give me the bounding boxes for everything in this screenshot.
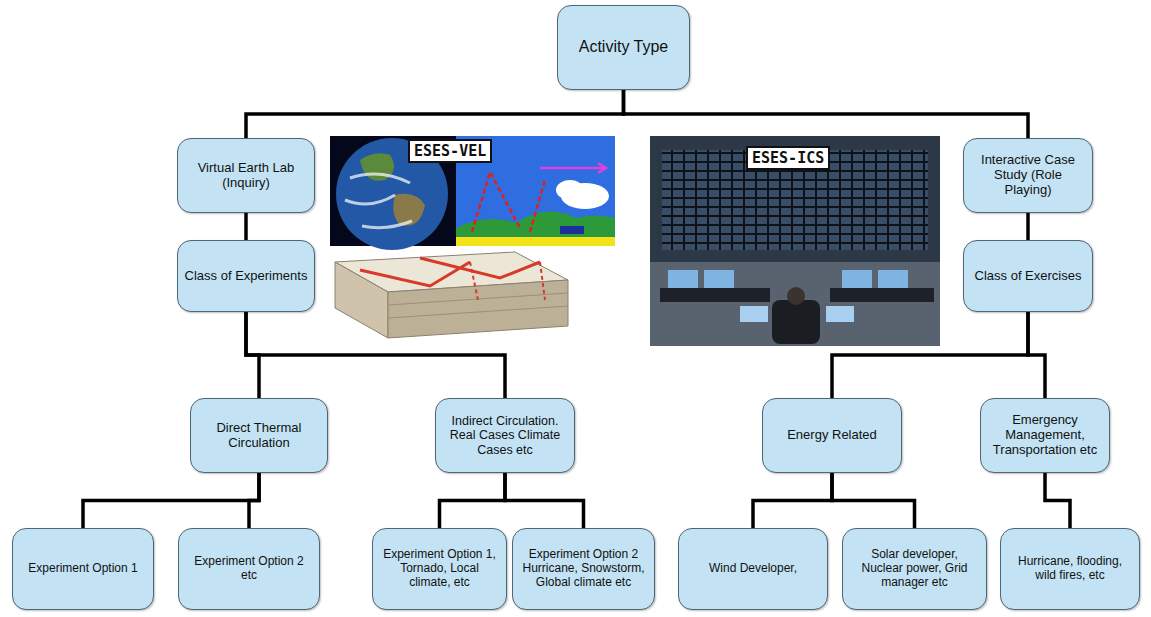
box-text: Solar developer, Nuclear power, Grid man… <box>849 548 980 589</box>
tree-connector <box>624 90 1029 138</box>
tree-connector <box>832 473 915 528</box>
tree-connector <box>440 473 506 528</box>
box-text: Experiment Option 1 <box>28 562 137 576</box>
process-box: Virtual Earth Lab (Inquiry) <box>177 138 315 213</box>
box-text: Experiment Option 2 Hurricane, Snowstorm… <box>519 548 648 589</box>
box-text: Virtual Earth Lab (Inquiry) <box>184 161 308 191</box>
tree-connector <box>246 90 624 138</box>
box-text: Experiment Option 1, Tornado, Local clim… <box>379 548 500 589</box>
box-text: Class of Exercises <box>975 269 1082 284</box>
tree-connector <box>244 213 248 240</box>
box-text: Energy Related <box>787 428 877 443</box>
process-box: Solar developer, Nuclear power, Grid man… <box>842 528 987 610</box>
process-box: Indirect Circulation. Real Cases Climate… <box>435 398 575 473</box>
process-box: Interactive Case Study (Role Playing) <box>963 138 1093 213</box>
tree-connector <box>246 312 505 398</box>
tree-connector <box>249 473 259 528</box>
process-box: Experiment Option 1, Tornado, Local clim… <box>372 528 507 610</box>
process-box: Class of Experiments <box>177 240 315 312</box>
tree-connector <box>1028 312 1045 398</box>
control-room-image <box>650 136 940 346</box>
process-box: Experiment Option 2 etc <box>178 528 320 610</box>
process-box: Emergency Management, Transportation etc <box>980 398 1110 473</box>
box-text: Indirect Circulation. Real Cases Climate… <box>442 414 568 457</box>
box-text: Wind Developer, <box>709 562 797 576</box>
tree-connector <box>1026 213 1030 240</box>
tree-connector <box>753 473 832 528</box>
process-box: Hurricane, flooding, wild fires, etc <box>1000 528 1140 610</box>
tree-connector <box>83 473 259 528</box>
process-box: Wind Developer, <box>678 528 828 610</box>
box-text: Emergency Management, Transportation etc <box>987 413 1103 458</box>
box-text: Hurricane, flooding, wild fires, etc <box>1007 555 1133 583</box>
process-box: Direct Thermal Circulation <box>190 398 328 473</box>
image-caption: ESES-ICS <box>746 146 830 170</box>
block-diagram-image <box>335 252 568 338</box>
process-box: Class of Exercises <box>963 240 1093 312</box>
tree-connector <box>832 312 1028 398</box>
box-text: Experiment Option 2 etc <box>185 555 313 583</box>
box-text: Direct Thermal Circulation <box>197 421 321 451</box>
image-caption: ESES-VEL <box>408 139 492 163</box>
tree-connector <box>1045 473 1070 528</box>
process-box: Experiment Option 2 Hurricane, Snowstorm… <box>512 528 655 610</box>
tree-connector <box>505 473 584 528</box>
process-box: Activity Type <box>557 5 690 90</box>
box-text: Interactive Case Study (Role Playing) <box>970 153 1086 198</box>
box-text: Class of Experiments <box>185 269 308 284</box>
process-box: Experiment Option 1 <box>12 528 154 610</box>
process-box: Energy Related <box>762 398 902 473</box>
box-text: Activity Type <box>579 38 669 56</box>
